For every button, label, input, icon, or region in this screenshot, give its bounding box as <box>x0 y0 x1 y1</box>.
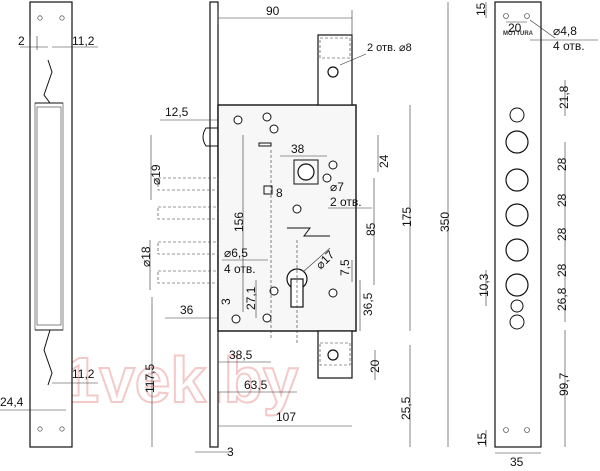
right-faceplate-view: MOTTURA 15 20 ⌀4,8 4 отв. 21,8 28 28 28 … <box>474 1 598 469</box>
dim-20-center: 20 <box>368 359 382 373</box>
bolt-hole <box>505 130 529 154</box>
brand-mark: MOTTURA <box>503 31 534 37</box>
screw-icon <box>509 314 525 330</box>
left-body-inner <box>36 106 62 326</box>
dim-2-holes-8: 2 отв. ⌀8 <box>367 42 412 54</box>
dim-38-5: 38,5 <box>229 348 253 362</box>
screw-icon <box>328 160 338 170</box>
dim-175: 175 <box>400 207 414 227</box>
dim-28-b: 28 <box>555 193 569 207</box>
lever <box>287 227 330 237</box>
latch-bolt <box>202 127 218 147</box>
dim-350: 350 <box>438 212 452 232</box>
screw-icon <box>269 286 279 296</box>
dim-28-a: 28 <box>555 157 569 171</box>
bolt-hole <box>505 168 529 192</box>
dim-36-5: 36,5 <box>361 292 375 316</box>
right-faceplate <box>494 1 542 448</box>
dim-diam-18: ⌀18 <box>139 246 153 267</box>
dim-85: 85 <box>364 222 378 236</box>
left-side-view: 2 11,2 11,2 24,4 <box>0 1 98 448</box>
dim-10-3: 10,3 <box>477 273 491 297</box>
dim-27-1: 27,1 <box>244 286 258 310</box>
rod-hole <box>327 66 339 78</box>
dim-63-5: 63,5 <box>244 378 268 392</box>
dim-11-2-bottom: 11,2 <box>72 367 95 381</box>
dim-28-c: 28 <box>555 227 569 241</box>
screw-icon <box>510 299 524 313</box>
dim-4-holes: 4 отв. <box>224 262 256 276</box>
dim-24-4: 24,4 <box>0 395 24 409</box>
dim-15-top: 15 <box>474 2 488 16</box>
handle-spindle <box>293 159 319 185</box>
plate-hole <box>503 13 509 19</box>
dim-99-7: 99,7 <box>557 372 571 396</box>
deadbolt <box>157 241 219 255</box>
screw-icon <box>233 115 243 125</box>
dim-diam-7: ⌀7 <box>330 180 344 194</box>
latch-slot <box>258 142 272 147</box>
left-hole <box>37 426 43 432</box>
dim-4-holes-right: 4 отв. <box>553 39 585 53</box>
screw-icon <box>269 124 279 134</box>
dim-3-left: 3 <box>219 298 233 305</box>
deadbolt <box>157 270 219 284</box>
dim-38: 38 <box>291 142 305 156</box>
dim-8: 8 <box>276 186 283 200</box>
dim-7-5: 7,5 <box>338 259 352 276</box>
dim-12-5: 12,5 <box>165 105 189 119</box>
bolt-hole <box>505 203 529 227</box>
plate-hole <box>524 427 530 433</box>
dim-2-holes: 2 отв. <box>330 195 362 209</box>
left-hole <box>59 426 65 432</box>
plate-hole <box>524 13 530 19</box>
screw-icon <box>292 204 302 214</box>
dim-21-8: 21,8 <box>557 85 571 109</box>
dim-28-d: 28 <box>555 263 569 277</box>
dim-20-right: 20 <box>508 21 522 35</box>
screw-icon <box>509 107 525 123</box>
spindle-hole <box>297 163 315 181</box>
screw-icon <box>262 313 272 323</box>
dim-26-8: 26,8 <box>555 287 569 311</box>
center-faceplate <box>209 1 219 448</box>
left-hole <box>37 15 43 21</box>
screw-icon <box>322 173 332 183</box>
screw-icon <box>262 112 272 122</box>
dim-diam-19: ⌀19 <box>149 164 163 185</box>
dim-156: 156 <box>232 212 246 232</box>
dim-diam-4-8: ⌀4,8 <box>553 24 577 38</box>
bolt-hole <box>505 273 529 297</box>
dim-24: 24 <box>377 154 391 168</box>
left-bottom-spring <box>43 329 53 386</box>
deadbolt <box>157 206 219 220</box>
left-hole <box>59 15 65 21</box>
dim-107: 107 <box>276 410 296 424</box>
plate-hole <box>503 427 509 433</box>
dim-diam-6-5: ⌀6,5 <box>224 246 248 260</box>
dim-36: 36 <box>180 303 194 317</box>
dim-25-5: 25,5 <box>399 396 413 420</box>
deadbolt <box>157 177 219 191</box>
dim-2: 2 <box>18 34 25 48</box>
screw-icon <box>231 314 241 324</box>
bolt-hole <box>505 238 529 262</box>
left-top-spring <box>43 59 53 104</box>
center-front-view: 90 2 отв. ⌀8 12,5 38 24 ⌀19 8 ⌀7 2 отв. … <box>139 1 452 459</box>
dim-90: 90 <box>266 4 280 18</box>
rod-hole <box>327 349 339 361</box>
square-8-mark <box>263 185 273 195</box>
dim-11-2-top: 11,2 <box>72 34 95 48</box>
dim-3-bottom: 3 <box>227 445 234 459</box>
dim-15-bottom: 15 <box>475 432 489 446</box>
screw-icon <box>328 288 338 298</box>
dim-117-5: 117,5 <box>143 364 157 393</box>
dim-35: 35 <box>510 455 524 469</box>
